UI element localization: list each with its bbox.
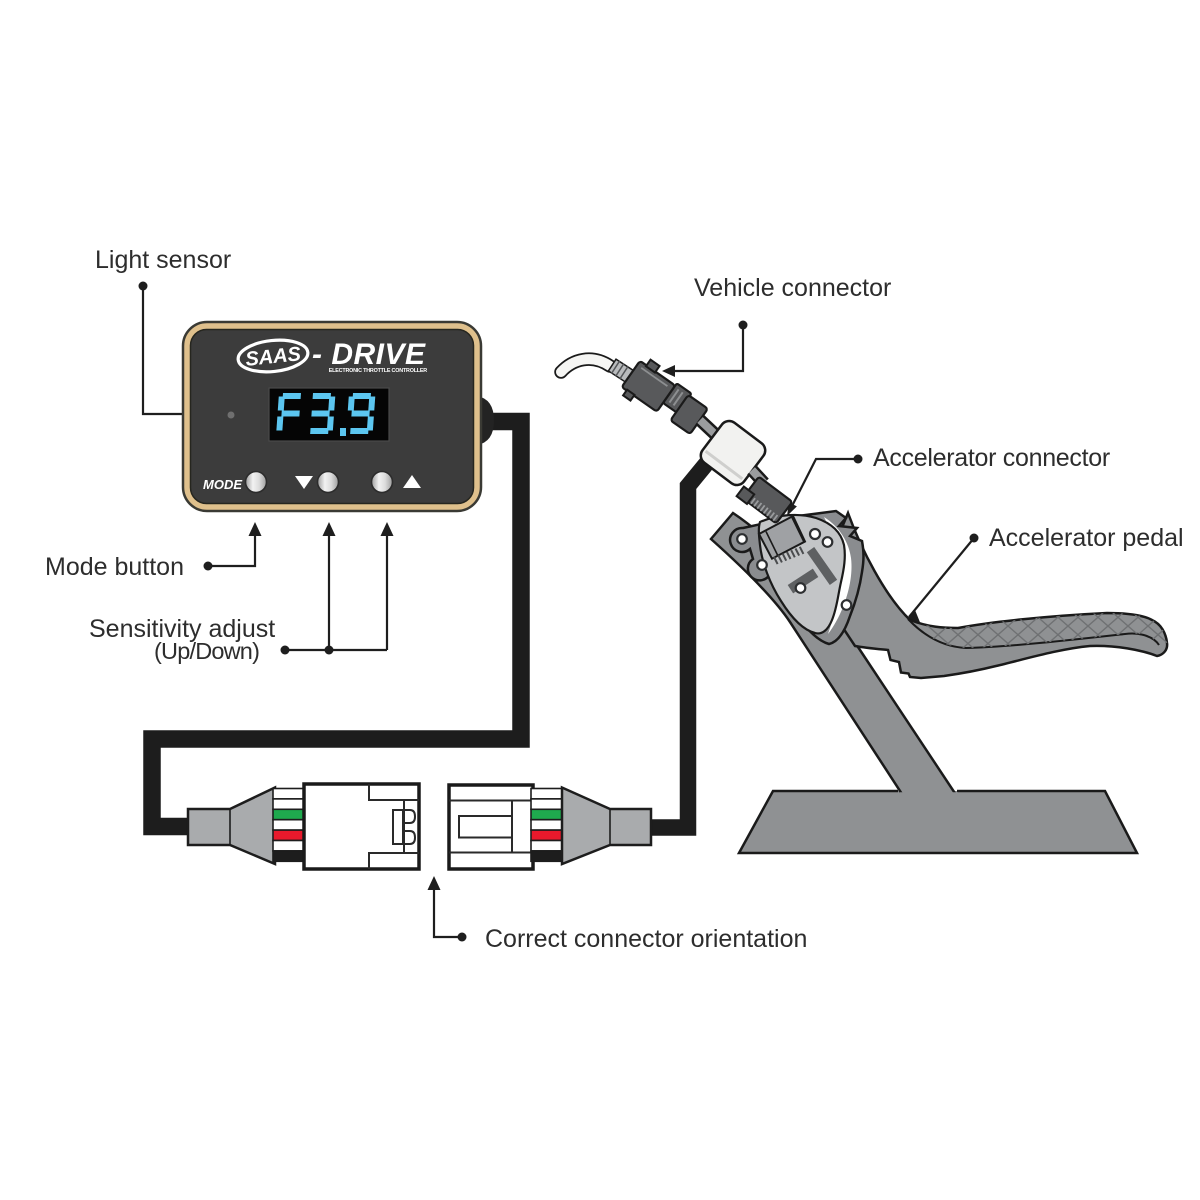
svg-text:Mode button: Mode button (45, 553, 184, 581)
svg-text:Accelerator connector: Accelerator connector (873, 444, 1110, 472)
svg-text:Light sensor: Light sensor (95, 246, 231, 274)
svg-text:Accelerator pedal: Accelerator pedal (989, 524, 1184, 552)
svg-text:ELECTRONIC THROTTLE CONTROLLER: ELECTRONIC THROTTLE CONTROLLER (329, 368, 428, 374)
svg-text:(Up/Down): (Up/Down) (154, 638, 259, 664)
svg-text:Sensitivity adjust: Sensitivity adjust (89, 615, 275, 643)
svg-text:Vehicle connector: Vehicle connector (694, 274, 891, 302)
svg-text:- DRIVE: - DRIVE (312, 338, 426, 371)
svg-text:Correct connector orientation: Correct connector orientation (485, 925, 807, 953)
svg-text:MODE: MODE (203, 477, 242, 492)
